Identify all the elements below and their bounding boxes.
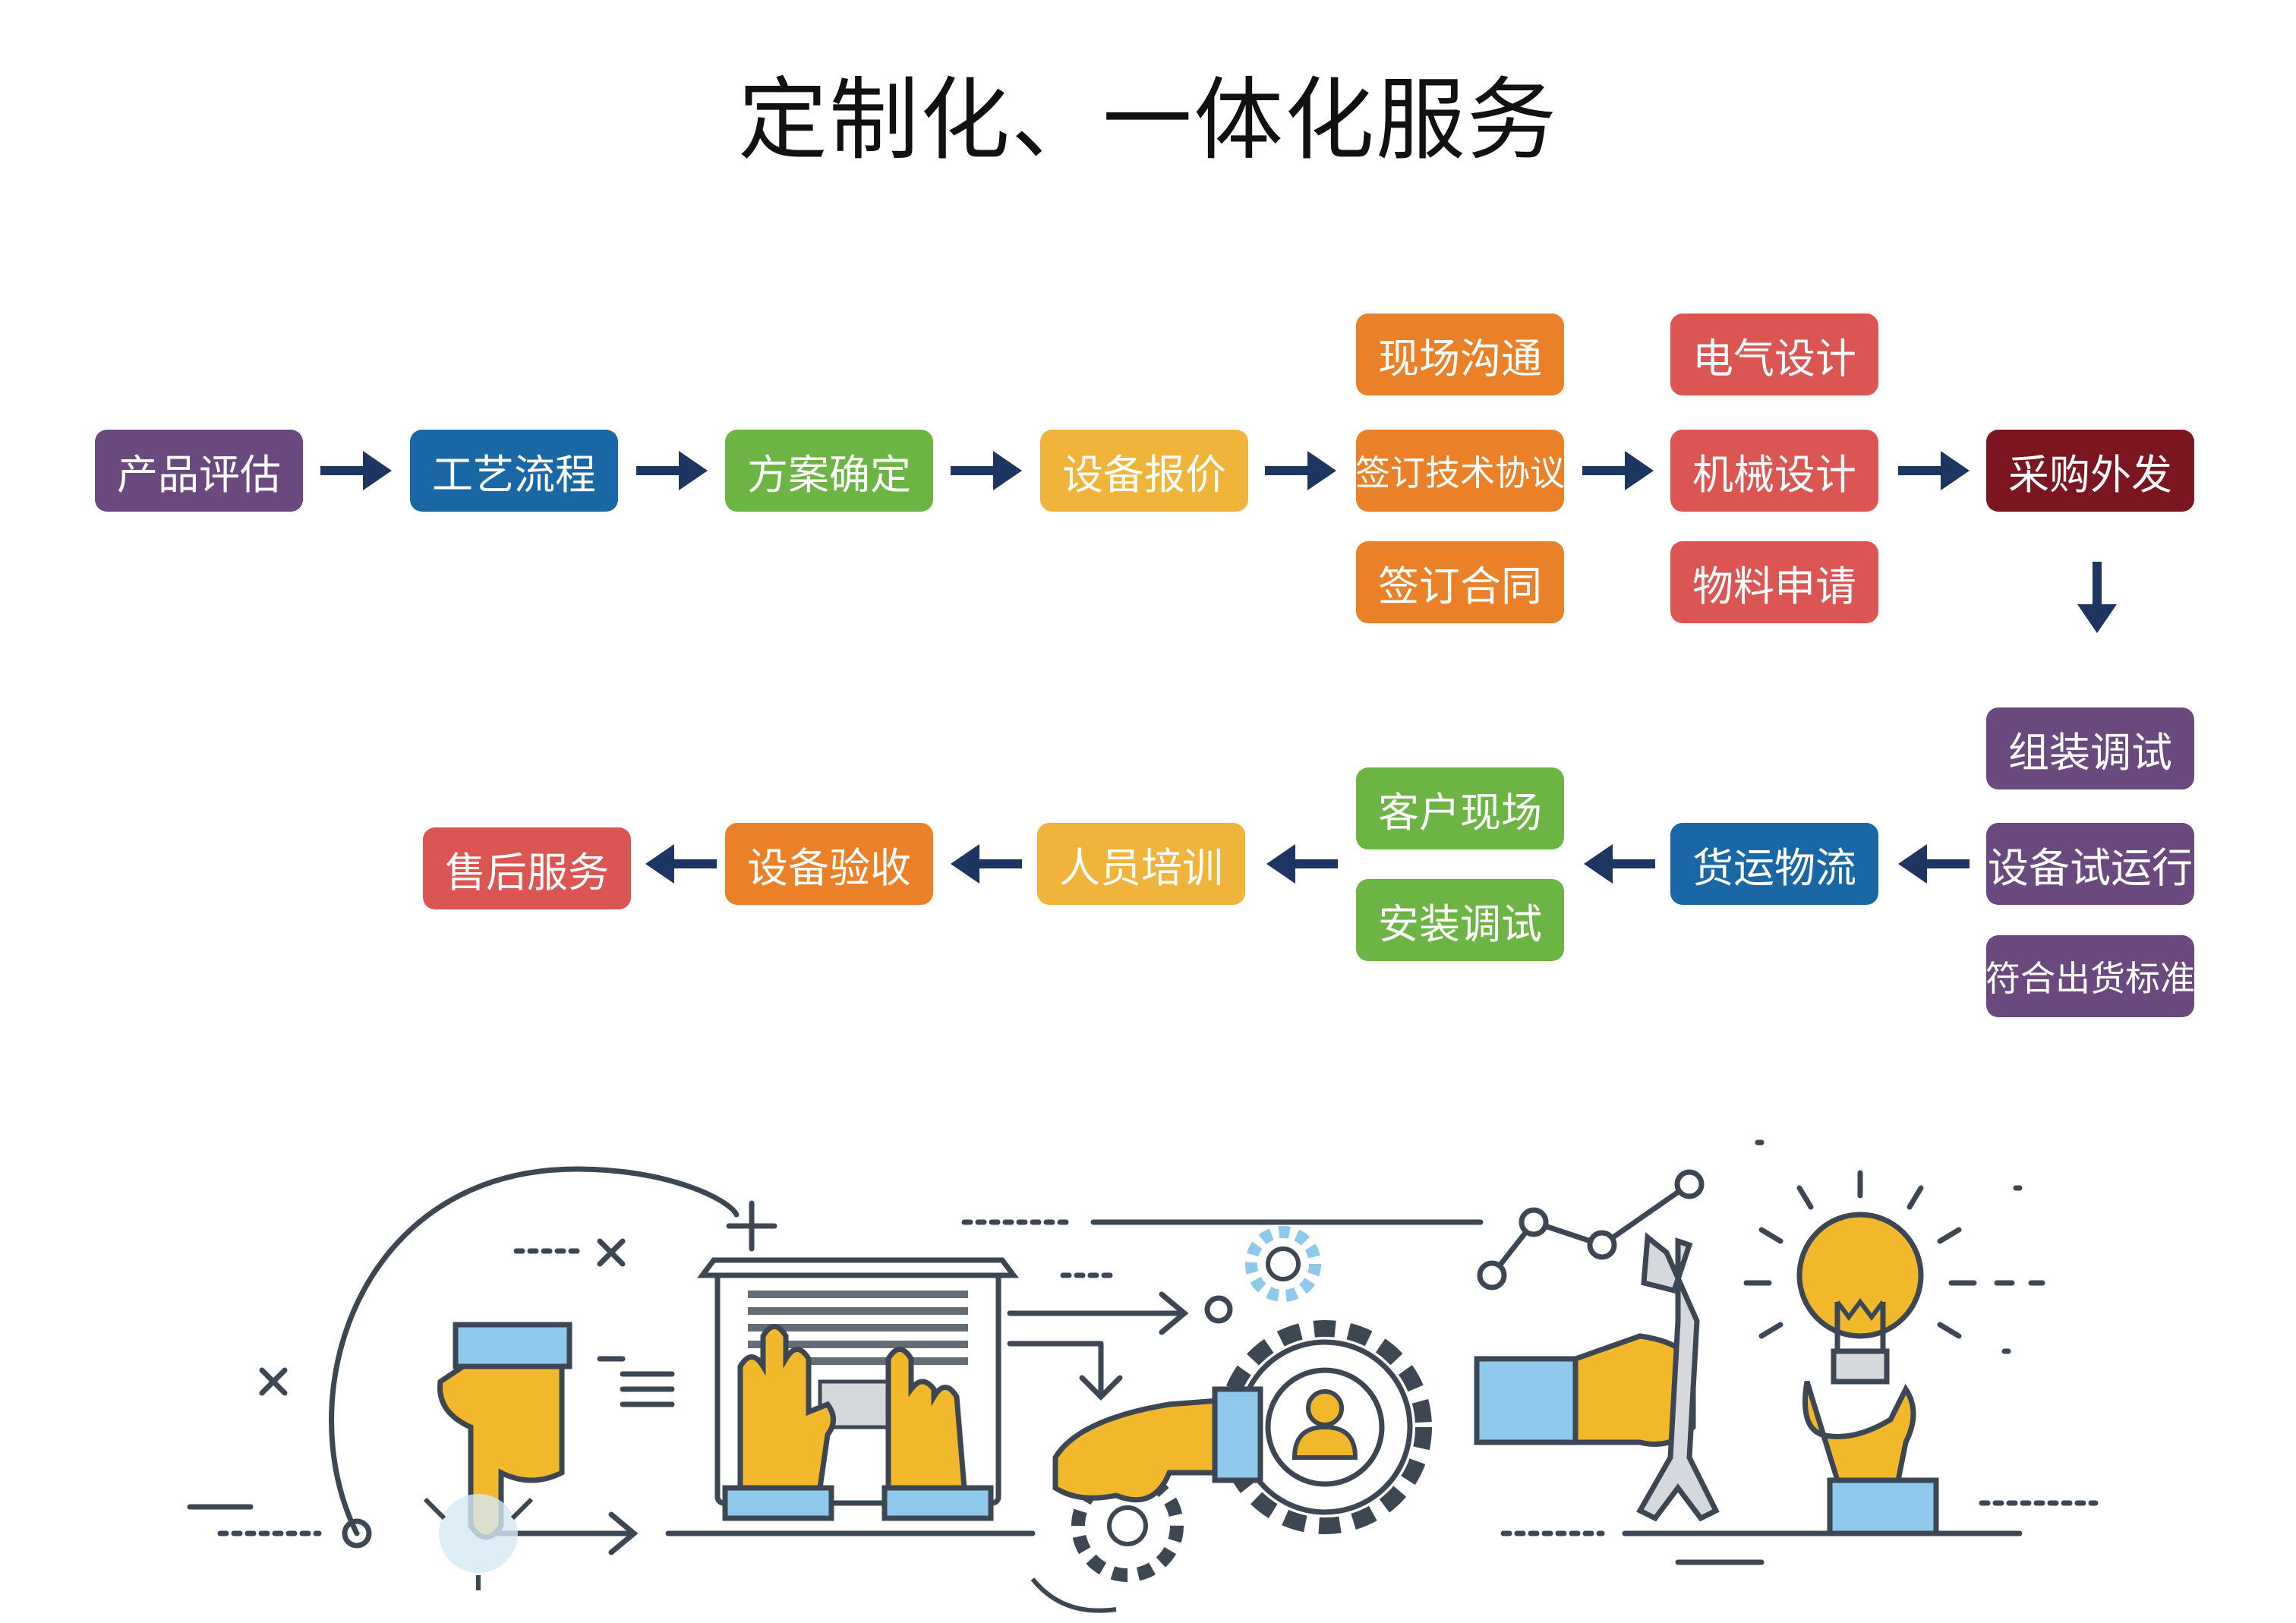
gear-hand-icon <box>1030 1226 1432 1613</box>
step-assembly-debug: 组装调试 <box>1986 708 2194 789</box>
wrench-hand-icon <box>1474 1232 1720 1522</box>
step-sign-tech-agreement: 签订技术协议 <box>1355 430 1565 512</box>
step-mechanical-design: 机械设计 <box>1670 430 1878 512</box>
laptop-typing-icon <box>697 1257 1019 1521</box>
page-title: 定制化、一体化服务 <box>737 68 1558 172</box>
step-procurement: 采购外发 <box>1986 430 2194 512</box>
step-trial-run: 设备试运行 <box>1986 823 2194 905</box>
step-process-flow: 工艺流程 <box>410 430 618 512</box>
pointing-hand-icon <box>423 1322 572 1590</box>
step-installation-debug: 安装调试 <box>1356 879 1564 961</box>
step-after-sales: 售后服务 <box>423 827 631 909</box>
step-site-communication: 现场沟通 <box>1356 314 1564 396</box>
step-equipment-acceptance: 设备验收 <box>725 823 933 905</box>
step-shipping-standard: 符合出货标准 <box>1985 935 2195 1017</box>
step-freight-logistics: 货运物流 <box>1670 823 1878 905</box>
step-plan-confirm: 方案确定 <box>725 430 933 512</box>
step-customer-site: 客户现场 <box>1356 767 1564 849</box>
lightbulb-hand-icon <box>1743 1139 2045 1536</box>
step-staff-training: 人员培训 <box>1037 823 1245 905</box>
step-material-request: 物料申请 <box>1670 541 1878 623</box>
step-electrical-design: 电气设计 <box>1670 314 1878 396</box>
step-sign-contract: 签订合同 <box>1356 541 1564 623</box>
step-product-eval: 产品评估 <box>95 430 303 512</box>
step-equipment-quote: 设备报价 <box>1040 430 1248 512</box>
